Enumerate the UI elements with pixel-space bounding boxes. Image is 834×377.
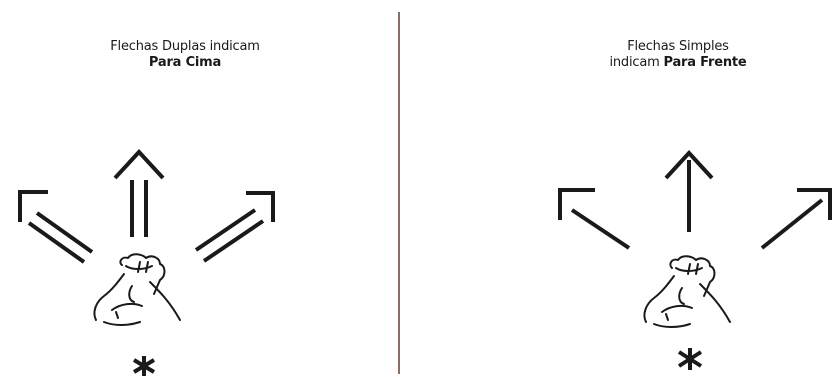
asterisk-icon [679,348,701,370]
single-arrow-upright-icon [762,190,830,248]
single-arrow-upleft-icon [560,190,629,248]
double-arrow-upright-icon [196,193,273,261]
single-arrows-illustration [402,0,834,377]
panel-single-arrows: Flechas Simples indicam Para Frente [402,0,834,377]
hand-fist-icon [644,256,730,327]
double-arrow-upleft-icon [20,192,92,262]
double-arrows-illustration [0,0,398,377]
panel-divider [398,12,400,374]
panel-double-arrows: Flechas Duplas indicam Para Cima [0,0,398,377]
double-arrow-up-icon [115,152,163,237]
asterisk-icon [134,356,154,376]
hand-fist-icon [94,254,180,325]
single-arrow-up-icon [666,153,712,232]
